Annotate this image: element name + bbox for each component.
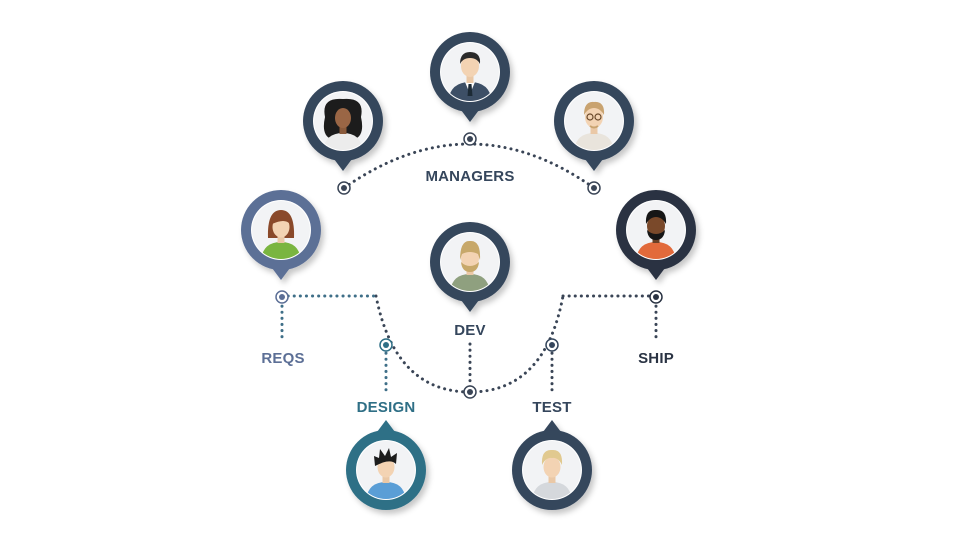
- test-label: TEST: [532, 399, 571, 416]
- ship-person-pin: [616, 190, 696, 280]
- managers-label: MANAGERS: [425, 168, 514, 185]
- manager-right-pin: [554, 81, 634, 171]
- node-dot: [588, 182, 600, 194]
- manager-center-pin: [430, 32, 510, 122]
- dev-label: DEV: [454, 322, 485, 339]
- node-dot: [380, 339, 392, 351]
- test-person-pin: [512, 420, 592, 510]
- dev-person-pin: [430, 222, 510, 312]
- reqs-person-pin: [241, 190, 321, 280]
- node-dot: [464, 386, 476, 398]
- node-dot: [650, 291, 662, 303]
- design-label: DESIGN: [357, 399, 416, 416]
- node-dot: [276, 291, 288, 303]
- design-person-pin: [346, 420, 426, 510]
- node-dot: [464, 133, 476, 145]
- node-dot: [546, 339, 558, 351]
- reqs-label: REQS: [261, 350, 304, 367]
- node-dot: [338, 182, 350, 194]
- manager-left-pin: [303, 81, 383, 171]
- ship-label: SHIP: [638, 350, 674, 367]
